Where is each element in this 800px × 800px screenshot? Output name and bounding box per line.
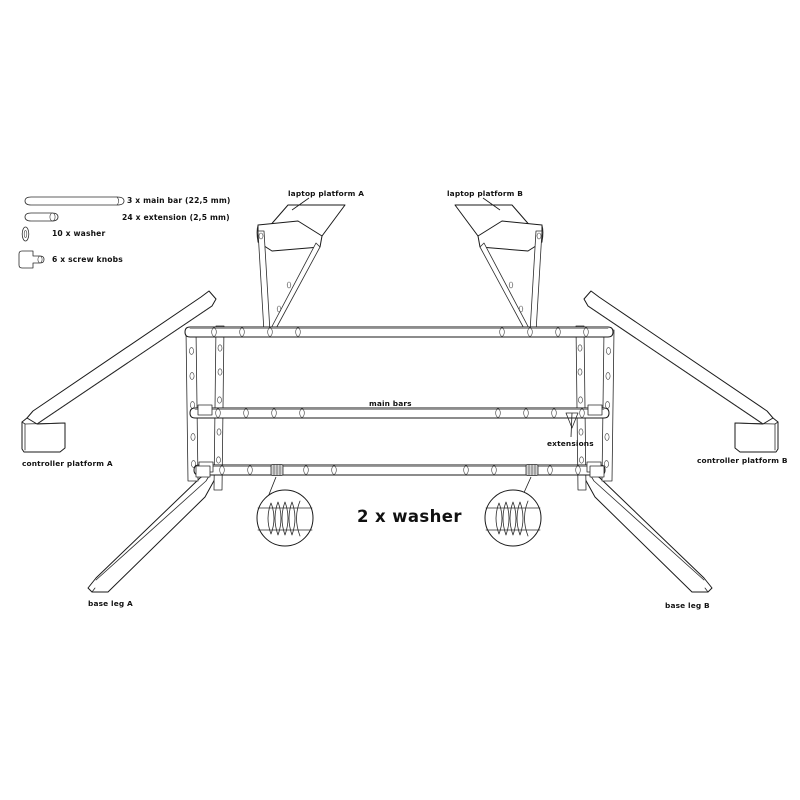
washer-detail-callout-right (484, 476, 542, 547)
callout-main-bars: main bars (369, 399, 412, 408)
washer-stack-right-on-bar (525, 464, 539, 476)
washer-detail-callout-left (256, 476, 314, 547)
main-bar-top (184, 326, 614, 338)
callout-base-leg-b: base leg B (665, 601, 710, 610)
controller-platform-a-shape (21, 290, 217, 453)
vertical-post-right-outer (601, 329, 615, 482)
vertical-post-left-outer (185, 329, 199, 482)
main-bar-middle (189, 407, 610, 419)
callout-washer-detail: 2 x washer (357, 507, 462, 526)
callout-laptop-platform-b: laptop platform B (447, 189, 524, 198)
callout-controller-platform-b: controller platform B (697, 456, 788, 465)
screw-knob-stubs (195, 404, 605, 478)
washer-stack-left-on-bar (270, 464, 284, 476)
legend-label-washer: 10 x washer (52, 229, 106, 238)
legend-label-main-bar: 3 x main bar (22,5 mm) (127, 196, 231, 205)
laptop-platform-b-shape (454, 204, 544, 335)
base-leg-a-shape (87, 467, 222, 593)
base-leg-b-shape (578, 467, 713, 593)
laptop-platform-a-shape (256, 204, 346, 335)
legend-icon-washer (21, 226, 30, 242)
legend-label-screw-knobs: 6 x screw knobs (52, 255, 123, 264)
callout-base-leg-a: base leg A (88, 599, 133, 608)
legend-icon-extension (24, 212, 59, 222)
legend-label-extension: 24 x extension (2,5 mm) (122, 213, 230, 222)
callout-controller-platform-a: controller platform A (22, 459, 113, 468)
controller-platform-b-shape (583, 290, 779, 453)
callout-extensions: extensions (547, 439, 594, 448)
legend-icon-main-bar (24, 196, 125, 206)
legend-icon-screw-knob (18, 250, 45, 269)
leader-lines (291, 197, 579, 438)
callout-laptop-platform-a: laptop platform A (288, 189, 365, 198)
main-bar-bottom (193, 464, 606, 476)
